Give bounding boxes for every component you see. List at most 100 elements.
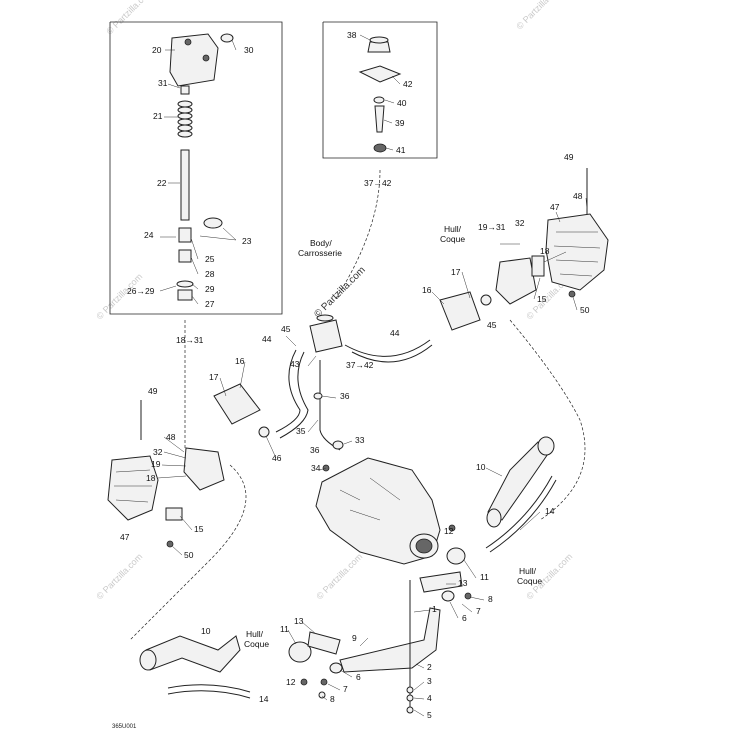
label-1: 1 xyxy=(432,604,437,614)
watermark: © Partzilla.com xyxy=(94,551,144,601)
cover-47-left xyxy=(107,455,159,521)
label-29: 29 xyxy=(205,284,215,294)
label-19-31: 19→31 xyxy=(478,222,506,232)
label-17-left: 17 xyxy=(209,372,219,382)
gasket-42 xyxy=(358,65,402,83)
label-10-right: 10 xyxy=(476,462,486,472)
joint-16-left xyxy=(213,383,261,425)
label-40: 40 xyxy=(397,98,407,108)
label-10-left: 10 xyxy=(201,626,211,636)
washer-30 xyxy=(220,33,234,43)
label-6-left: 6 xyxy=(356,672,361,682)
part-labels: 20 30 31 21 22 24 23 25 28 26→29 29 27 1… xyxy=(112,30,590,730)
label-45-right: 45 xyxy=(487,320,497,330)
label-33: 33 xyxy=(355,435,365,445)
support-38-top xyxy=(369,36,389,44)
label-36-b: 36 xyxy=(310,445,320,455)
clamp-36 xyxy=(313,392,323,400)
label-carrosserie: Carrosserie xyxy=(298,248,342,258)
pump-detail xyxy=(339,477,401,521)
hose-35 xyxy=(319,360,341,451)
screw-50 xyxy=(568,290,576,298)
fitting-top xyxy=(316,314,334,322)
drop-12-right xyxy=(448,524,456,532)
right-steering-assembly xyxy=(439,168,609,331)
label-hull-1: Hull/ xyxy=(444,224,462,234)
arm-13-right xyxy=(419,571,463,593)
support-hole xyxy=(202,54,210,62)
label-44-left: 44 xyxy=(262,334,272,344)
column-support xyxy=(169,33,219,87)
steering-cable-right xyxy=(509,319,586,521)
label-48-left: 48 xyxy=(166,432,176,442)
ring-45-right xyxy=(480,294,492,306)
cover-47-right xyxy=(545,213,609,291)
label-32-right: 32 xyxy=(515,218,525,228)
label-47-right: 47 xyxy=(550,202,560,212)
support-hole xyxy=(184,38,192,46)
label-coque-3: Coque xyxy=(244,639,269,649)
hose-14-left-edge xyxy=(167,690,251,699)
label-8-left: 8 xyxy=(330,694,335,704)
label-30: 30 xyxy=(244,45,254,55)
label-15-right: 15 xyxy=(537,294,547,304)
label-coque-2: Coque xyxy=(517,576,542,586)
fitting-11-right xyxy=(446,547,466,565)
label-50-right: 50 xyxy=(580,305,590,315)
left-steering-assembly xyxy=(107,383,270,548)
label-50-left: 50 xyxy=(184,550,194,560)
exhaust-left xyxy=(139,631,343,699)
label-18-right: 18 xyxy=(540,246,550,256)
bushing-25 xyxy=(178,227,192,243)
hose-44-right xyxy=(344,339,431,357)
washer-6-right xyxy=(441,590,455,602)
label-27: 27 xyxy=(205,299,215,309)
label-5: 5 xyxy=(427,710,432,720)
steering-tube-22 xyxy=(180,149,190,221)
label-hull-3: Hull/ xyxy=(246,629,264,639)
leader xyxy=(199,227,237,241)
clamp-33 xyxy=(332,440,344,450)
pump-outlet-bore xyxy=(415,538,433,554)
steering-arm-left xyxy=(183,447,225,491)
bolt-5 xyxy=(406,706,414,714)
label-37-42-top: 37→42 xyxy=(364,178,392,188)
label-43: 43 xyxy=(290,359,300,369)
detail-frame-left xyxy=(109,21,283,315)
label-hull-2: Hull/ xyxy=(519,566,537,576)
label-44-right: 44 xyxy=(390,328,400,338)
spring-15-right xyxy=(531,255,545,277)
label-24: 24 xyxy=(144,230,154,240)
pipe-end xyxy=(537,436,555,456)
diagram-code: 365U001 xyxy=(112,724,137,730)
label-49-left: 49 xyxy=(148,386,158,396)
label-7-left: 7 xyxy=(343,684,348,694)
nut-3 xyxy=(406,686,414,694)
ring-40 xyxy=(373,96,385,104)
label-23: 23 xyxy=(242,236,252,246)
label-37-42-mid: 37→42 xyxy=(346,360,374,370)
label-22: 22 xyxy=(157,178,167,188)
cover-ribs xyxy=(114,469,152,503)
label-26-29: 26→29 xyxy=(127,286,155,296)
leader-lines xyxy=(157,34,588,717)
label-12-right: 12 xyxy=(444,526,454,536)
label-48-right: 48 xyxy=(573,191,583,201)
label-15-left: 15 xyxy=(194,524,204,534)
steering-cable-left xyxy=(129,464,247,641)
label-39: 39 xyxy=(395,118,405,128)
hose-44-left-edge xyxy=(279,351,309,439)
label-8-right: 8 xyxy=(488,594,493,604)
label-14-left: 14 xyxy=(259,694,269,704)
fitting-11-left xyxy=(288,641,312,663)
label-16-left: 16 xyxy=(235,356,245,366)
bolt-8-left xyxy=(318,691,326,699)
washer-6-left xyxy=(329,662,343,674)
label-11-right: 11 xyxy=(480,572,489,582)
hose-44-right-edge xyxy=(351,344,433,363)
steering-arm-right xyxy=(495,257,537,305)
label-49-right: 49 xyxy=(564,152,574,162)
joint-16-right xyxy=(439,291,481,331)
label-46: 46 xyxy=(272,453,282,463)
